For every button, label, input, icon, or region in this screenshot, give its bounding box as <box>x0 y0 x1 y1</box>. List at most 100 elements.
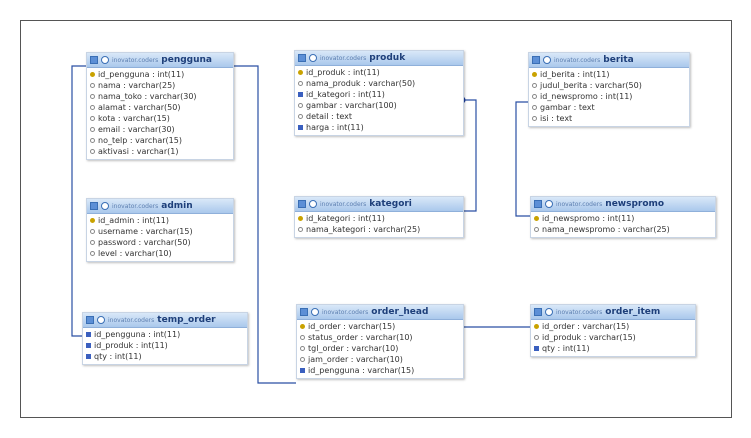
database-name: inovator.coders <box>320 54 367 62</box>
checkbox-icon[interactable] <box>86 316 94 324</box>
table-header[interactable]: inovator.coders temp_order <box>83 313 247 328</box>
checkbox-icon[interactable] <box>298 54 306 62</box>
table-pengguna[interactable]: inovator.coders pengguna id_pengguna : i… <box>86 52 234 160</box>
column-row[interactable]: id_produk : varchar(15) <box>531 332 695 343</box>
column-row[interactable]: no_telp : varchar(15) <box>87 135 233 146</box>
column-row[interactable]: nama_toko : varchar(30) <box>87 91 233 102</box>
table-temp-order[interactable]: inovator.coders temp_order id_pengguna :… <box>82 312 248 365</box>
options-icon[interactable] <box>545 200 553 208</box>
options-icon[interactable] <box>311 308 319 316</box>
table-name: berita <box>603 55 634 65</box>
column-row[interactable]: id_pengguna : varchar(15) <box>297 365 463 376</box>
column-label: level : varchar(10) <box>98 249 172 258</box>
column-row[interactable]: id_pengguna : int(11) <box>87 69 233 80</box>
column-label: id_berita : int(11) <box>540 70 610 79</box>
foreign-key-icon <box>298 125 303 130</box>
column-row[interactable]: nama_newspromo : varchar(25) <box>531 224 715 235</box>
primary-key-icon <box>90 218 95 223</box>
table-header[interactable]: inovator.coders order_head <box>297 305 463 320</box>
options-icon[interactable] <box>545 308 553 316</box>
column-row[interactable]: alamat : varchar(50) <box>87 102 233 113</box>
column-row[interactable]: id_newspromo : int(11) <box>531 213 715 224</box>
column-list: id_order : varchar(15)id_produk : varcha… <box>531 320 695 356</box>
table-produk[interactable]: inovator.coders produk id_produk : int(1… <box>294 50 464 136</box>
checkbox-icon[interactable] <box>534 308 542 316</box>
checkbox-icon[interactable] <box>534 200 542 208</box>
column-icon <box>90 105 95 110</box>
column-row[interactable]: email : varchar(30) <box>87 124 233 135</box>
column-label: password : varchar(50) <box>98 238 191 247</box>
column-row[interactable]: qty : int(11) <box>83 351 247 362</box>
table-kategori[interactable]: inovator.coders kategori id_kategori : i… <box>294 196 464 238</box>
column-label: aktivasi : varchar(1) <box>98 147 179 156</box>
column-row[interactable]: id_produk : int(11) <box>295 67 463 78</box>
options-icon[interactable] <box>101 202 109 210</box>
column-icon <box>90 116 95 121</box>
column-row[interactable]: jam_order : varchar(10) <box>297 354 463 365</box>
column-row[interactable]: qty : int(11) <box>531 343 695 354</box>
column-icon <box>532 94 537 99</box>
table-header[interactable]: inovator.coders newspromo <box>531 197 715 212</box>
column-row[interactable]: id_kategori : int(11) <box>295 89 463 100</box>
column-row[interactable]: detail : text <box>295 111 463 122</box>
column-row[interactable]: gambar : text <box>529 102 689 113</box>
checkbox-icon[interactable] <box>90 56 98 64</box>
column-row[interactable]: gambar : varchar(100) <box>295 100 463 111</box>
checkbox-icon[interactable] <box>90 202 98 210</box>
primary-key-icon <box>534 324 539 329</box>
column-label: id_kategori : int(11) <box>306 90 385 99</box>
table-header[interactable]: inovator.coders admin <box>87 199 233 214</box>
column-icon <box>534 227 539 232</box>
column-row[interactable]: harga : int(11) <box>295 122 463 133</box>
table-header[interactable]: inovator.coders pengguna <box>87 53 233 68</box>
column-row[interactable]: isi : text <box>529 113 689 124</box>
options-icon[interactable] <box>309 54 317 62</box>
table-name: pengguna <box>161 55 213 65</box>
table-order-item[interactable]: inovator.coders order_item id_order : va… <box>530 304 696 357</box>
column-row[interactable]: id_berita : int(11) <box>529 69 689 80</box>
column-row[interactable]: id_newspromo : int(11) <box>529 91 689 102</box>
column-row[interactable]: judul_berita : varchar(50) <box>529 80 689 91</box>
column-label: username : varchar(15) <box>98 227 193 236</box>
column-row[interactable]: kota : varchar(15) <box>87 113 233 124</box>
options-icon[interactable] <box>543 56 551 64</box>
column-row[interactable]: aktivasi : varchar(1) <box>87 146 233 157</box>
column-row[interactable]: password : varchar(50) <box>87 237 233 248</box>
column-row[interactable]: nama_produk : varchar(50) <box>295 78 463 89</box>
checkbox-icon[interactable] <box>532 56 540 64</box>
column-row[interactable]: id_pengguna : int(11) <box>83 329 247 340</box>
column-label: nama_newspromo : varchar(25) <box>542 225 670 234</box>
column-row[interactable]: id_kategori : int(11) <box>295 213 463 224</box>
column-list: id_pengguna : int(11)id_produk : int(11)… <box>83 328 247 364</box>
column-row[interactable]: id_admin : int(11) <box>87 215 233 226</box>
table-admin[interactable]: inovator.coders admin id_admin : int(11)… <box>86 198 234 262</box>
table-berita[interactable]: inovator.coders berita id_berita : int(1… <box>528 52 690 127</box>
column-icon <box>90 94 95 99</box>
column-icon <box>90 251 95 256</box>
column-row[interactable]: nama : varchar(25) <box>87 80 233 91</box>
checkbox-icon[interactable] <box>300 308 308 316</box>
primary-key-icon <box>298 70 303 75</box>
table-header[interactable]: inovator.coders produk <box>295 51 463 66</box>
table-header[interactable]: inovator.coders kategori <box>295 197 463 212</box>
column-row[interactable]: tgl_order : varchar(10) <box>297 343 463 354</box>
column-row[interactable]: nama_kategori : varchar(25) <box>295 224 463 235</box>
column-row[interactable]: username : varchar(15) <box>87 226 233 237</box>
column-row[interactable]: level : varchar(10) <box>87 248 233 259</box>
column-icon <box>90 229 95 234</box>
column-row[interactable]: id_produk : int(11) <box>83 340 247 351</box>
checkbox-icon[interactable] <box>298 200 306 208</box>
table-order-head[interactable]: inovator.coders order_head id_order : va… <box>296 304 464 379</box>
table-header[interactable]: inovator.coders berita <box>529 53 689 68</box>
options-icon[interactable] <box>309 200 317 208</box>
column-icon <box>532 116 537 121</box>
table-newspromo[interactable]: inovator.coders newspromo id_newspromo :… <box>530 196 716 238</box>
options-icon[interactable] <box>101 56 109 64</box>
options-icon[interactable] <box>97 316 105 324</box>
column-row[interactable]: id_order : varchar(15) <box>531 321 695 332</box>
foreign-key-icon <box>86 343 91 348</box>
table-header[interactable]: inovator.coders order_item <box>531 305 695 320</box>
column-row[interactable]: status_order : varchar(10) <box>297 332 463 343</box>
column-row[interactable]: id_order : varchar(15) <box>297 321 463 332</box>
primary-key-icon <box>90 72 95 77</box>
